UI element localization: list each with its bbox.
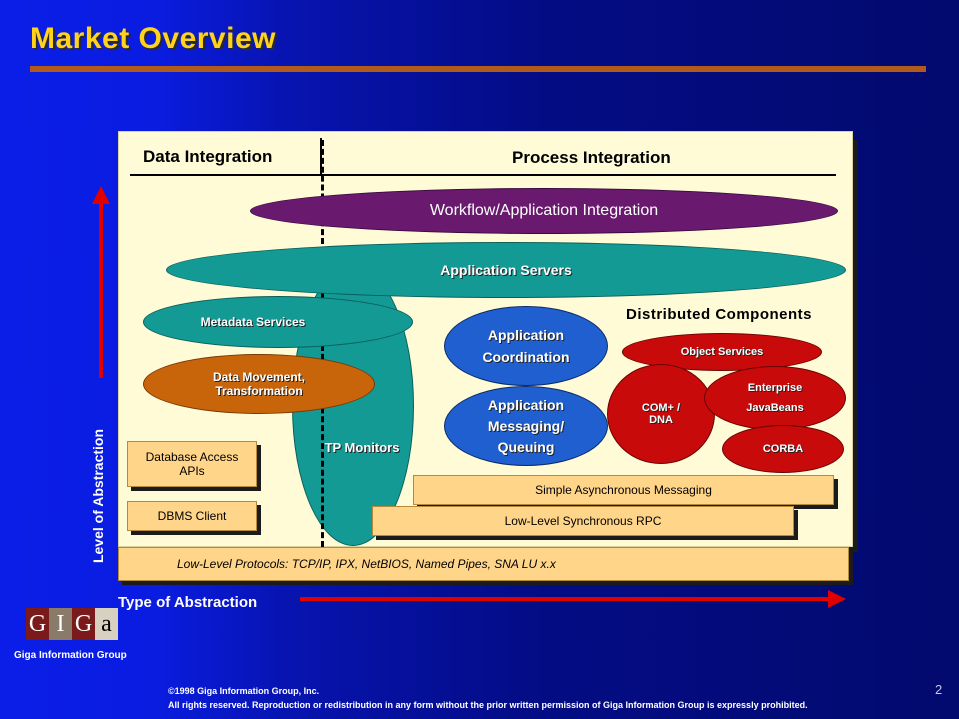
app-coordination-ellipse: Application Coordination — [444, 306, 608, 386]
heading-divider — [130, 174, 836, 176]
metadata-ellipse: Metadata Services — [143, 296, 413, 348]
app-messaging-label: Application Messaging/ Queuing — [487, 396, 565, 455]
x-axis-label: Type of Abstraction — [118, 594, 258, 611]
app-coordination-label: Application Coordination — [482, 327, 570, 365]
tp-monitors-label: TP Monitors — [324, 440, 400, 455]
async-messaging-box: Simple Asynchronous Messaging — [413, 475, 834, 505]
copyright-line-1: ©1998 Giga Information Group, Inc. — [168, 686, 320, 696]
title-rule — [30, 66, 926, 72]
ejb-label: Enterprise JavaBeans — [746, 382, 804, 414]
protocols-box: Low-Level Protocols: TCP/IP, IPX, NetBIO… — [118, 547, 849, 581]
sync-rpc-label: Low-Level Synchronous RPC — [504, 514, 662, 528]
app-servers-ellipse: Application Servers — [166, 242, 846, 298]
data-movement-ellipse: Data Movement, Transformation — [143, 354, 375, 414]
workflow-ellipse: Workflow/Application Integration — [250, 188, 838, 234]
logo-letter-4: a — [95, 608, 118, 640]
distributed-components-label: Distributed Components — [626, 306, 812, 323]
app-messaging-ellipse: Application Messaging/ Queuing — [444, 386, 608, 466]
protocols-label: Low-Level Protocols: TCP/IP, IPX, NetBIO… — [177, 557, 556, 571]
object-services-label: Object Services — [680, 346, 764, 358]
process-integration-heading: Process Integration — [512, 148, 671, 167]
logo-letter-2: I — [49, 608, 72, 640]
page-number: 2 — [935, 682, 943, 697]
company-name: Giga Information Group — [14, 650, 127, 661]
dbms-client-label: DBMS Client — [157, 509, 227, 523]
ejb-ellipse: Enterprise JavaBeans — [704, 366, 846, 430]
y-axis-label: Level of Abstraction — [90, 428, 106, 564]
corba-ellipse: CORBA — [722, 425, 844, 473]
com-dna-label: COM+ / DNA — [641, 402, 681, 426]
db-apis-label: Database Access APIs — [145, 450, 239, 478]
dbms-client-box: DBMS Client — [127, 501, 257, 531]
corba-label: CORBA — [762, 443, 804, 455]
logo-letter-1: G — [26, 608, 49, 640]
com-dna-ellipse: COM+ / DNA — [607, 364, 715, 464]
y-axis-arrow — [99, 200, 103, 378]
giga-logo: G I G a — [26, 608, 118, 640]
x-axis-arrow — [300, 597, 830, 601]
metadata-label: Metadata Services — [200, 315, 306, 329]
async-messaging-label: Simple Asynchronous Messaging — [535, 483, 712, 497]
slide-title: Market Overview — [30, 22, 276, 55]
db-apis-box: Database Access APIs — [127, 441, 257, 487]
logo-letter-3: G — [72, 608, 95, 640]
x-axis-arrowhead — [828, 590, 846, 608]
workflow-label: Workflow/Application Integration — [429, 202, 659, 219]
y-axis-arrowhead — [92, 186, 110, 204]
app-servers-label: Application Servers — [440, 262, 572, 278]
data-movement-label: Data Movement, Transformation — [212, 370, 306, 398]
copyright-line-2: All rights reserved. Reproduction or red… — [168, 700, 808, 710]
sync-rpc-box: Low-Level Synchronous RPC — [372, 506, 794, 536]
data-integration-heading: Data Integration — [143, 147, 273, 166]
